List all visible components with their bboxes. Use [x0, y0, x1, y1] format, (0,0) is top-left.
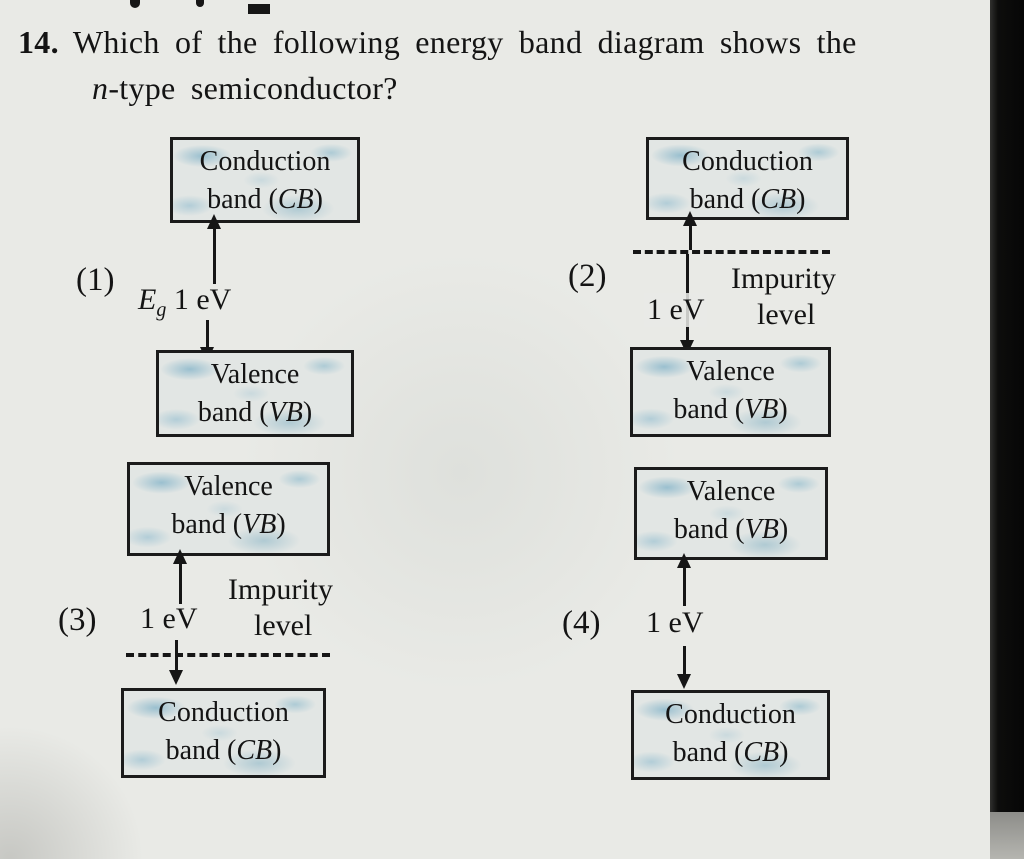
option-4-arrow-down — [677, 646, 691, 689]
band-label-line: band (VB) — [171, 509, 286, 540]
option-4-ev-label: 1 eV — [646, 606, 704, 639]
band-label-line: band (VB) — [673, 394, 788, 425]
band-label-line: Valence — [686, 476, 776, 507]
band-label-line: Conduction — [682, 146, 813, 177]
band-label-line: band (VB) — [673, 514, 789, 545]
scan-artifact — [196, 0, 204, 7]
option-1-conduction-band-box: Conduction band (CB) — [170, 137, 360, 223]
band-label-line: band (CB) — [207, 184, 323, 215]
scan-edge-strip — [990, 0, 1024, 812]
option-2-arrow-up — [683, 211, 697, 250]
option-3-conduction-band-box: Conduction band (CB) — [121, 688, 326, 778]
option-3-impurity-level-line — [126, 653, 330, 657]
option-3-arrow-down — [169, 640, 183, 685]
band-label-line: Valence — [210, 359, 300, 390]
band-label-line: Conduction — [665, 699, 796, 730]
band-label-line: band (CB) — [165, 735, 282, 766]
option-4-arrow-up — [677, 553, 691, 606]
option-2-valence-band-box: Valence band (VB) — [630, 347, 831, 437]
question-line-2: n-type semiconductor? — [92, 70, 398, 107]
option-1-energy-gap-label: Eg 1 eV — [138, 283, 232, 321]
scan-artifact — [248, 4, 270, 14]
question-number: 14. — [18, 24, 59, 60]
option-1-gap-arrow-down — [200, 320, 214, 362]
option-3-label: (3) — [58, 602, 97, 638]
scan-edge-strip-bottom — [990, 812, 1024, 859]
n-type-italic: n — [92, 70, 109, 106]
option-4-label: (4) — [562, 605, 601, 641]
option-3-ev-label: 1 eV — [140, 602, 198, 635]
option-2-label: (2) — [568, 258, 607, 294]
option-1-label: (1) — [76, 262, 115, 298]
option-2-level-word: level — [757, 298, 816, 331]
option-3-valence-band-box: Valence band (VB) — [127, 462, 330, 556]
band-label-line: Valence — [184, 471, 273, 502]
option-2-impurity-word: Impurity — [731, 262, 836, 295]
option-4-conduction-band-box: Conduction band (CB) — [631, 690, 830, 780]
option-1-gap-arrow-up — [207, 214, 221, 284]
band-label-line: band (CB) — [689, 184, 806, 215]
band-label-line: Valence — [686, 356, 775, 387]
option-3-impurity-word: Impurity — [228, 573, 333, 606]
question-line-1: 14. Which of the following energy band di… — [18, 24, 857, 61]
band-label-line: band (VB) — [197, 397, 313, 428]
band-label-line: Conduction — [158, 697, 289, 728]
option-2-ev-label: 1 eV — [644, 293, 708, 327]
option-2-impurity-level-line — [633, 250, 830, 254]
question-text: Which of the following energy band diagr… — [72, 24, 857, 60]
option-4-valence-band-box: Valence band (VB) — [634, 467, 828, 560]
question-text-rest: -type semiconductor? — [108, 70, 398, 106]
option-2-conduction-band-box: Conduction band (CB) — [646, 137, 849, 220]
option-3-level-word: level — [254, 609, 313, 642]
band-label-line: band (CB) — [672, 737, 789, 768]
scan-artifact — [130, 0, 140, 8]
option-3-arrow-up — [173, 549, 187, 604]
option-1-valence-band-box: Valence band (VB) — [156, 350, 354, 437]
band-label-line: Conduction — [199, 146, 331, 177]
